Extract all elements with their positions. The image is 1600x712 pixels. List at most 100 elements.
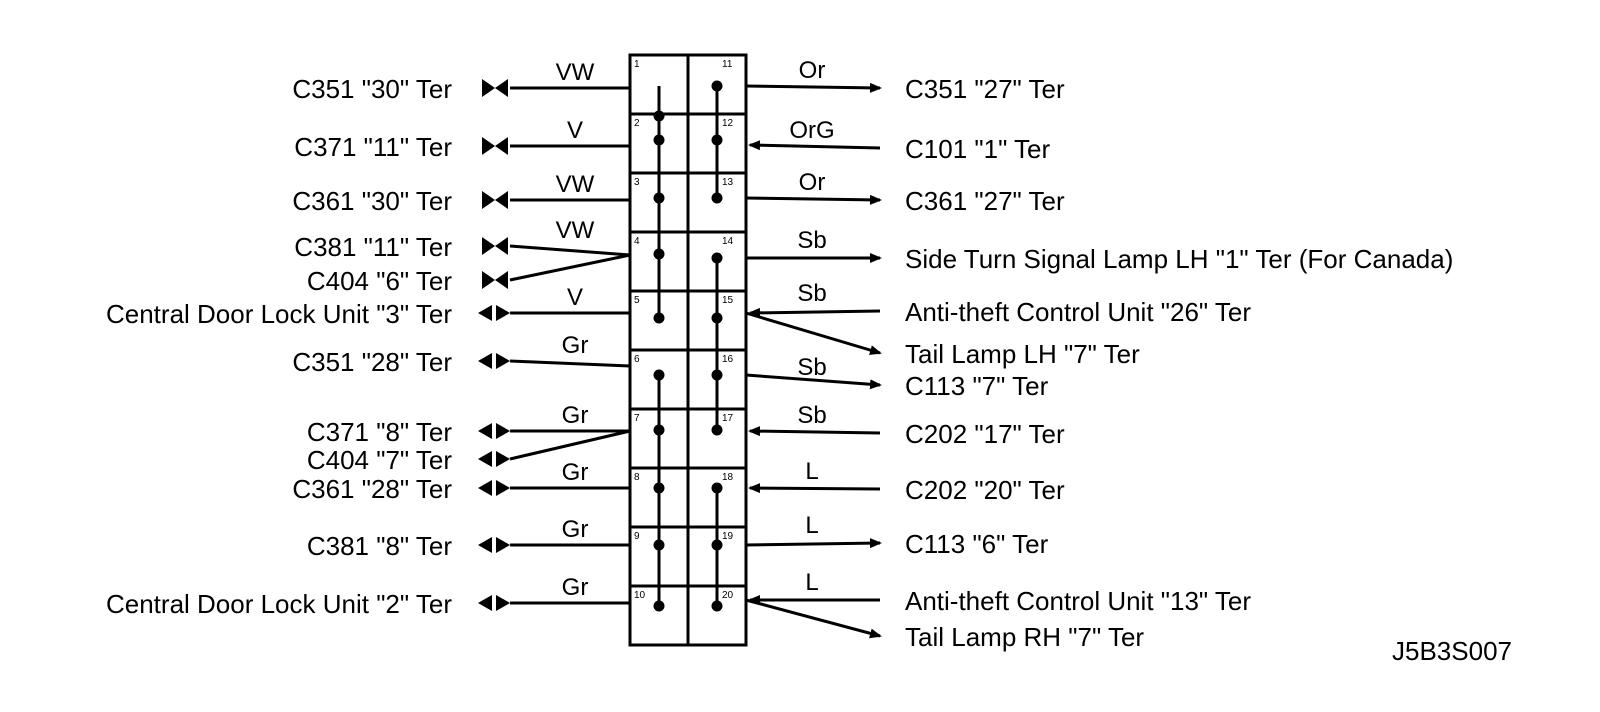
wire-color-code: Gr xyxy=(562,459,589,486)
pin-number: 3 xyxy=(634,177,640,188)
pin-number: 19 xyxy=(722,531,734,542)
arrow-icon xyxy=(496,451,510,467)
pin-number: 8 xyxy=(634,472,640,483)
arrow-icon xyxy=(478,595,492,611)
wire-color-code: VW xyxy=(556,171,595,198)
terminal-label: C404 "6" Ter xyxy=(307,266,453,296)
wire-line xyxy=(748,426,881,437)
wire-line xyxy=(748,140,881,151)
pin-number: 20 xyxy=(722,590,734,601)
arrow-icon xyxy=(496,353,510,369)
pin-number: 9 xyxy=(634,531,640,542)
arrow-icon xyxy=(478,537,492,553)
pin-dot xyxy=(711,600,723,612)
left-terminal-l9: C381 "8" Ter Gr xyxy=(307,516,630,561)
terminal-label: C361 "30" Ter xyxy=(292,186,452,216)
pin-number: 12 xyxy=(722,118,734,129)
pin-dot xyxy=(711,482,723,494)
wire-line xyxy=(509,253,631,282)
wire-line xyxy=(745,373,882,390)
terminal-label: C113 "7" Ter xyxy=(905,371,1049,401)
pin-number: 14 xyxy=(722,236,734,247)
pin-number: 10 xyxy=(634,590,646,601)
pin-number: 11 xyxy=(722,59,733,70)
terminal-label: C351 "27" Ter xyxy=(905,74,1065,104)
wire-line xyxy=(745,538,882,549)
wire-color-code: VW xyxy=(556,59,595,86)
terminal-label: Tail Lamp LH "7" Ter xyxy=(905,339,1140,369)
pin-dot xyxy=(711,192,723,204)
arrow-icon xyxy=(495,137,508,155)
pin-number: 2 xyxy=(634,118,640,129)
left-terminal-l3: C361 "30" Ter VW xyxy=(292,171,630,216)
arrow-icon xyxy=(496,423,510,439)
wire-color-code: Sb xyxy=(797,280,826,307)
arrow-icon xyxy=(482,191,495,209)
terminal-label: C202 "17" Ter xyxy=(905,419,1065,449)
arrow-icon xyxy=(496,537,510,553)
pin-dot xyxy=(653,192,665,204)
arrow-icon xyxy=(496,305,510,321)
arrow-icon xyxy=(482,237,495,255)
wire-color-code: Gr xyxy=(562,516,589,543)
pin-number: 15 xyxy=(722,295,734,306)
pin-dot xyxy=(653,539,665,551)
wire-line xyxy=(745,194,882,205)
left-terminal-l4b: C404 "6" Ter xyxy=(307,253,631,296)
pin-number: 13 xyxy=(722,177,734,188)
pin-number: 18 xyxy=(722,472,734,483)
wire-line xyxy=(745,311,882,355)
right-terminal-r12: C101 "1" Ter OrG xyxy=(748,117,1051,164)
pin-dot xyxy=(711,369,723,381)
wire-color-code: OrG xyxy=(789,117,834,144)
pin-dot xyxy=(711,134,723,146)
arrow-icon xyxy=(495,237,508,255)
terminal-label: C404 "7" Ter xyxy=(307,445,453,475)
arrow-icon xyxy=(495,79,508,97)
wire-line xyxy=(509,429,631,461)
terminal-label: Anti-theft Control Unit "26" Ter xyxy=(905,297,1251,327)
arrow-icon xyxy=(478,451,492,467)
arrow-icon xyxy=(478,305,492,321)
pin-number: 4 xyxy=(634,236,640,247)
terminal-label: Side Turn Signal Lamp LH "1" Ter (For Ca… xyxy=(905,244,1453,274)
wire-color-code: Sb xyxy=(797,402,826,429)
terminal-label: C202 "20" Ter xyxy=(905,475,1065,505)
right-terminal-r15b: Tail Lamp LH "7" Ter xyxy=(745,311,1140,369)
wire-color-code: V xyxy=(567,117,583,144)
terminal-label: Anti-theft Control Unit "13" Ter xyxy=(905,586,1251,616)
arrow-icon xyxy=(478,423,492,439)
wire-color-code: Gr xyxy=(562,332,589,359)
terminal-label: Tail Lamp RH "7" Ter xyxy=(905,622,1144,652)
wire-color-code: Sb xyxy=(797,227,826,254)
pin-dot xyxy=(653,482,665,494)
pin-number: 7 xyxy=(634,413,640,424)
wire-line xyxy=(509,359,631,368)
wire-color-code: L xyxy=(805,458,818,485)
pin-dot xyxy=(653,369,665,381)
wire-line xyxy=(745,82,882,93)
pin-number: 17 xyxy=(722,413,734,424)
terminal-label: C101 "1" Ter xyxy=(905,134,1051,164)
terminal-label: C371 "8" Ter xyxy=(307,417,453,447)
right-terminal-r18: C202 "20" Ter L xyxy=(748,458,1065,505)
terminal-label: Central Door Lock Unit "2" Ter xyxy=(106,589,452,619)
pin-number: 1 xyxy=(634,59,640,70)
terminal-label: C381 "8" Ter xyxy=(307,531,453,561)
pin-dot xyxy=(653,110,665,122)
terminal-label: Central Door Lock Unit "3" Ter xyxy=(106,299,452,329)
terminal-label: C351 "30" Ter xyxy=(292,74,452,104)
terminal-label: C371 "11" Ter xyxy=(294,132,452,162)
terminal-label: C361 "27" Ter xyxy=(905,186,1065,216)
diagram-code: J5B3S007 xyxy=(1392,636,1512,666)
pin-number: 16 xyxy=(722,354,734,365)
wire-color-code: L xyxy=(805,512,818,539)
arrow-icon xyxy=(478,353,492,369)
